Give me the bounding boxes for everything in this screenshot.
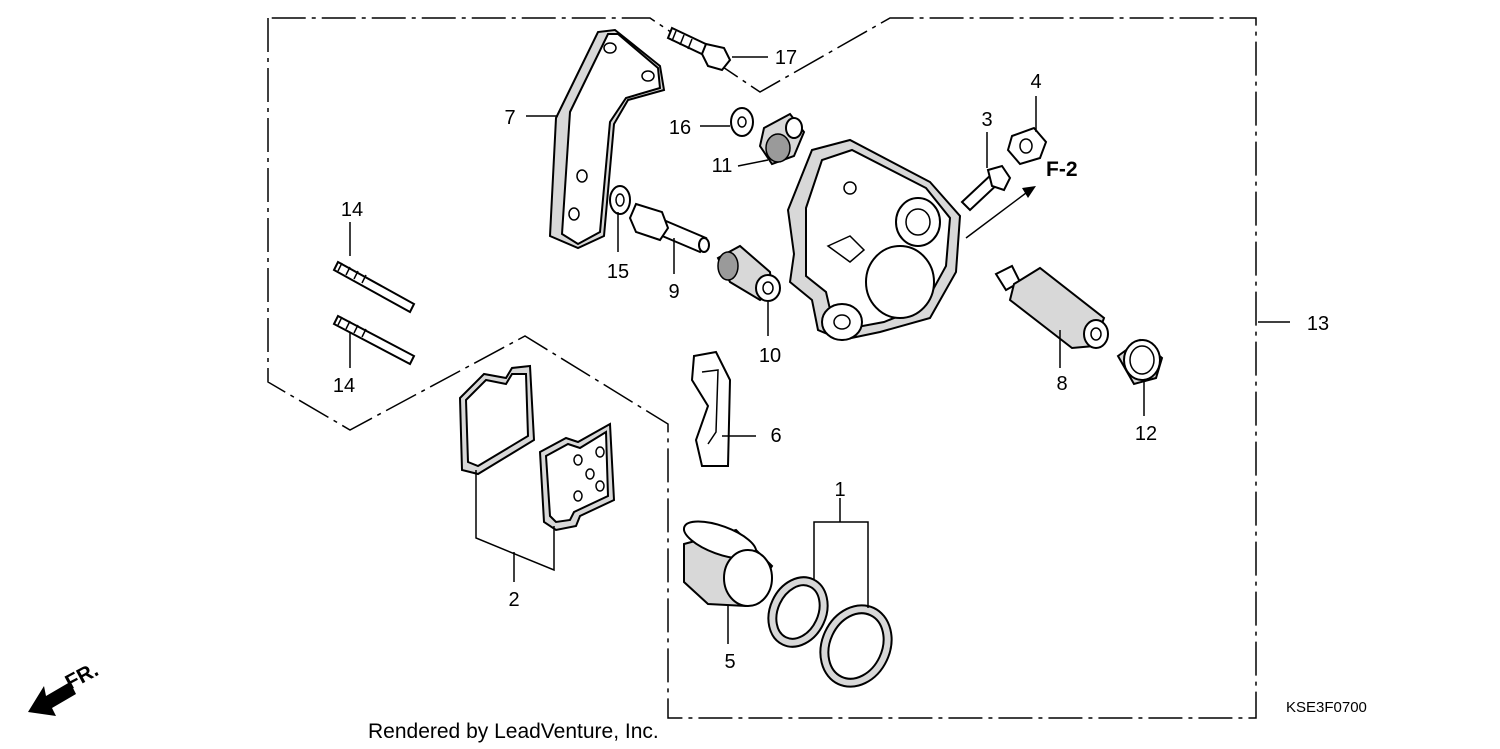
callout-11[interactable]: 11 — [712, 155, 733, 177]
part-10-boot[interactable] — [716, 244, 781, 302]
part-8-pin[interactable] — [994, 264, 1109, 350]
caliper-body[interactable] — [786, 138, 962, 342]
part-16-washer[interactable] — [730, 107, 754, 137]
callout-17[interactable]: 17 — [775, 47, 797, 69]
callout-10[interactable]: 10 — [759, 345, 781, 367]
part-1-seal-inner[interactable] — [757, 568, 838, 657]
callout-3[interactable]: 3 — [981, 109, 992, 131]
callout-4[interactable]: 4 — [1030, 71, 1041, 93]
credit-text: Rendered by LeadVenture, Inc. — [368, 720, 659, 743]
part-4-cap[interactable] — [1006, 126, 1048, 166]
part-11-boot[interactable] — [758, 112, 806, 166]
assembly-boundary — [267, 17, 1257, 719]
callout-14-lower[interactable]: 14 — [333, 375, 355, 397]
part-1-seal-outer[interactable] — [807, 594, 904, 699]
diagram-code: KSE3F0700 — [1286, 699, 1367, 716]
callout-2[interactable]: 2 — [508, 589, 519, 611]
part-7-bracket[interactable] — [548, 28, 666, 250]
part-14-pin-lower[interactable] — [332, 314, 416, 366]
part-6-spring[interactable] — [690, 350, 732, 467]
part-2-pad-front[interactable] — [538, 422, 616, 532]
callout-5[interactable]: 5 — [724, 651, 735, 673]
part-15-washer[interactable] — [609, 185, 631, 215]
callout-12[interactable]: 12 — [1135, 423, 1157, 445]
callout-8[interactable]: 8 — [1056, 373, 1067, 395]
part-2-pad-rear[interactable] — [458, 364, 536, 476]
part-17-bolt[interactable] — [666, 26, 732, 72]
part-5-piston[interactable] — [680, 514, 774, 608]
part-12-boot[interactable] — [1116, 338, 1164, 386]
callout-labels: 1 2 3 4 5 6 7 8 9 10 11 12 13 14 14 15 1… — [333, 47, 1329, 673]
callout-1[interactable]: 1 — [834, 479, 845, 501]
reference-label-f2[interactable]: F-2 — [1046, 158, 1078, 181]
part-3-bleeder[interactable] — [960, 164, 1012, 212]
callout-9[interactable]: 9 — [668, 281, 679, 303]
callout-6[interactable]: 6 — [770, 425, 781, 447]
callout-15[interactable]: 15 — [607, 261, 629, 283]
front-direction-arrow-icon — [28, 682, 76, 716]
callout-16[interactable]: 16 — [669, 117, 691, 139]
part-9-pin[interactable] — [628, 202, 710, 254]
callout-7[interactable]: 7 — [504, 107, 515, 129]
callout-14-upper[interactable]: 14 — [341, 199, 363, 221]
leader-lines — [349, 56, 1290, 644]
callout-13[interactable]: 13 — [1307, 313, 1329, 335]
part-14-pin-upper[interactable] — [332, 260, 416, 314]
